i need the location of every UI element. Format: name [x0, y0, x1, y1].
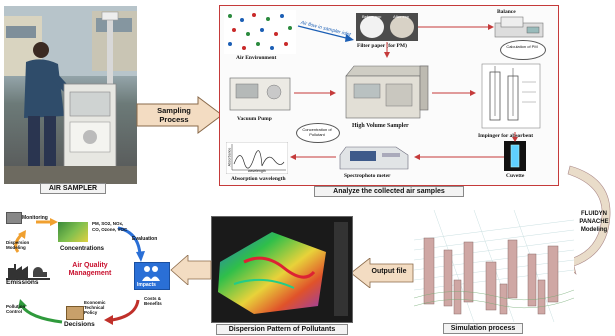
spectro-graph-arrow: [290, 154, 336, 160]
spectro-label: Spectrophoto meter: [344, 173, 391, 179]
concentrations-icon: [58, 222, 88, 242]
air-sampler-caption: AIR SAMPLER: [40, 183, 106, 194]
dispersion-caption: Dispersion Pattern of Pollutants: [216, 324, 348, 335]
air-environment-label: Air Environment: [236, 55, 277, 61]
aqm-title: Air Quality Management: [68, 262, 112, 277]
hvs-image: [345, 65, 429, 119]
costs-label: Costs & Benefits: [144, 296, 162, 306]
absorbance-label: Absorbance: [227, 147, 232, 167]
filter-hvs-arrow: [384, 42, 390, 58]
vacuum-pump-image: [229, 77, 291, 111]
impinger-label: Impinger for absorbent: [478, 133, 534, 139]
emissions-icon: [6, 262, 50, 280]
absorption-label: Absorption wavelength: [231, 176, 286, 182]
calc-pm-label: Calculation of PM: [506, 44, 538, 49]
dispersion-modeling-label: Dispersion Modeling: [6, 240, 30, 250]
sampling-arrow: [136, 96, 223, 134]
vacuum-pump-label: Vacuum Pump: [237, 116, 272, 122]
pollutants-label: PM, SO2, NOx, CO, Ozone, VOC: [92, 221, 128, 232]
factory-icon: [8, 264, 47, 278]
pollution-control-label: Pollution Control: [6, 304, 26, 314]
filter-after-label: After exp: [393, 14, 410, 19]
absorption-graph: [226, 142, 288, 174]
calc-pm-ellipse: [500, 40, 546, 60]
dispersion-sidebar: [334, 222, 348, 316]
decisions-label: Decisions: [64, 321, 95, 328]
hvs-label: High Volume Sampler: [352, 123, 409, 129]
impinger-image: [481, 63, 541, 129]
impinger-cuvette-arrow: [512, 132, 518, 142]
filter-before: [360, 16, 384, 38]
economic-label: Economic Technical Policy: [84, 300, 106, 315]
filter-label: Filter paper (for PM): [357, 43, 407, 49]
filter-balance-arrow: [418, 24, 494, 30]
hvs-impinger-arrow: [432, 90, 476, 96]
aqm-cycle-arrows: [14, 218, 145, 325]
monitoring-icon: [6, 212, 22, 224]
conc-label: Concentration of Pollutant: [302, 127, 332, 137]
impacts-label: Impacts: [137, 282, 156, 288]
people-icon: [142, 266, 160, 281]
dispersion-map: [218, 232, 326, 314]
concentrations-label: Concentrations: [60, 246, 105, 252]
air-environment-dots: [224, 10, 296, 54]
evaluation-label: Evaluation: [132, 236, 158, 242]
spectrophotometer-image: [339, 146, 409, 170]
airflow-arrow: [297, 25, 354, 42]
balance-label: Balance: [497, 9, 516, 15]
cuvette-image: [504, 141, 526, 171]
balance-image: [494, 16, 544, 38]
output-file-label: Output file: [371, 268, 407, 275]
sampling-process-label: Sampling Process: [157, 106, 191, 124]
cuvette-spectro-arrow: [414, 154, 504, 160]
simulation-caption: Simulation process: [443, 323, 523, 334]
air-sampler-photo-art: [4, 6, 137, 184]
monitoring-label: Monitoring: [22, 215, 48, 221]
air-sampler-photo: [4, 6, 137, 184]
cuvette-label: Cuvette: [506, 173, 525, 179]
wavelength-label: wavelength: [248, 169, 266, 173]
dispersion-impacts-arrow: [170, 255, 212, 285]
filter-before-label: Before exp: [362, 14, 382, 19]
output-arrow: [350, 258, 414, 288]
pump-hvs-arrow: [294, 90, 336, 96]
decisions-icon: [66, 306, 84, 320]
conc-ellipse: [296, 123, 340, 143]
fluidyn-label: FLUIDYN PANACHE Modeling: [579, 211, 609, 233]
emissions-label: Emissions: [6, 279, 39, 286]
filter-after: [390, 16, 414, 38]
analysis-caption: Analyze the collected air samples: [314, 186, 464, 197]
simulation-image: [414, 210, 574, 322]
impacts-box: [134, 262, 170, 290]
